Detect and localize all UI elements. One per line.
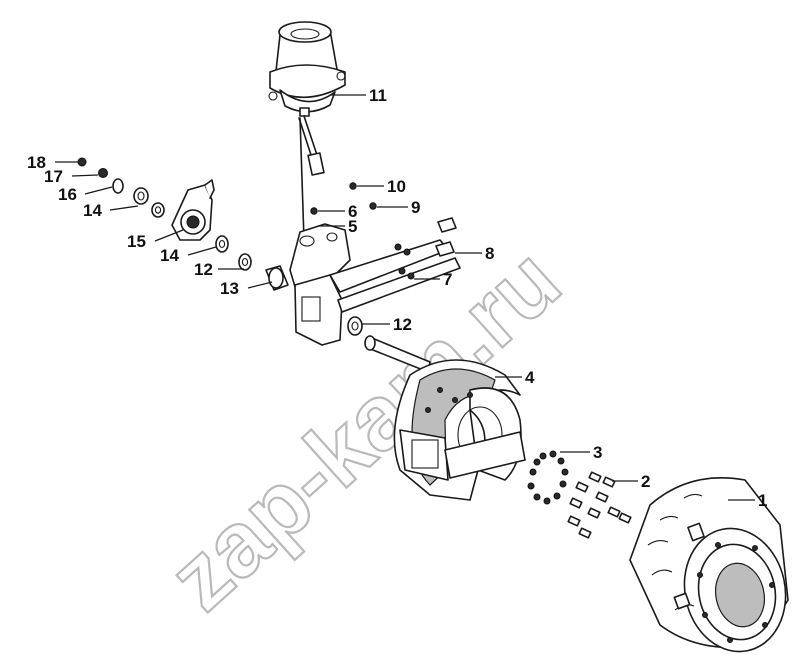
brake-chamber <box>268 21 346 117</box>
bolt-ring <box>527 450 569 505</box>
callout-16: 16 <box>58 185 77 204</box>
callout-9: 9 <box>411 198 420 217</box>
callout-17: 17 <box>44 167 63 186</box>
callout-6: 6 <box>348 202 357 221</box>
clevis-pin <box>310 182 377 215</box>
callout-15: 15 <box>127 232 146 251</box>
brake-drum <box>629 477 789 653</box>
slack-adjuster <box>171 179 215 241</box>
callout-12b: 12 <box>393 315 412 334</box>
callout-10: 10 <box>387 177 406 196</box>
callout-14b: 14 <box>160 246 179 265</box>
brake-shoe-assembly <box>393 359 526 501</box>
callout-18: 18 <box>27 153 46 172</box>
callout-5: 5 <box>348 217 357 236</box>
leader-lines <box>55 94 755 501</box>
callout-labels: 1 2 3 4 5 6 7 8 9 10 11 12 12 13 14 14 1… <box>27 86 767 510</box>
callout-4: 4 <box>525 368 535 387</box>
washer-stack <box>77 157 363 336</box>
callout-12a: 12 <box>194 260 213 279</box>
pushrod <box>298 115 325 241</box>
camshaft-carrier <box>294 239 461 346</box>
wheel-studs <box>567 471 632 539</box>
callout-2: 2 <box>641 472 650 491</box>
callout-11: 11 <box>369 86 387 105</box>
callout-8: 8 <box>485 244 494 263</box>
callout-7: 7 <box>443 270 452 289</box>
shoe-rollers <box>394 217 457 280</box>
callout-13: 13 <box>220 279 239 298</box>
callout-3: 3 <box>593 443 602 462</box>
callout-1: 1 <box>758 491 767 510</box>
callout-14a: 14 <box>83 201 102 220</box>
